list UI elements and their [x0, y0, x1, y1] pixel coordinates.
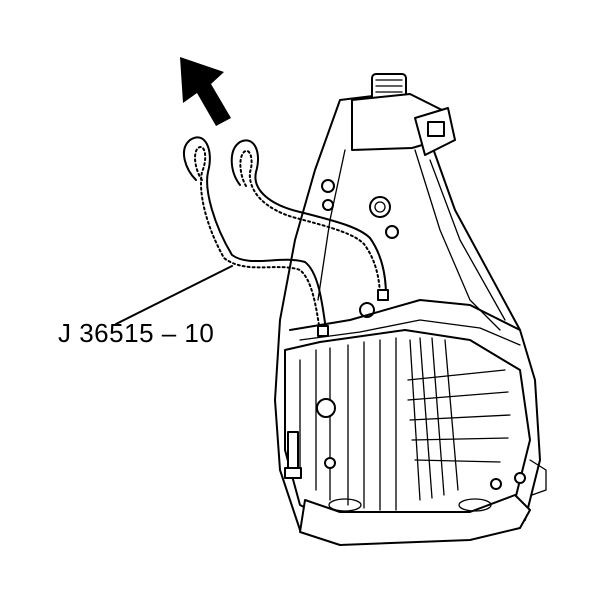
callout-leader-line — [115, 265, 233, 325]
tool-number-label: J 36515 – 10 — [58, 318, 215, 348]
arrow-up-left-icon — [180, 57, 231, 126]
tool-cable-loops — [182, 136, 389, 337]
transmission-case — [274, 73, 547, 546]
